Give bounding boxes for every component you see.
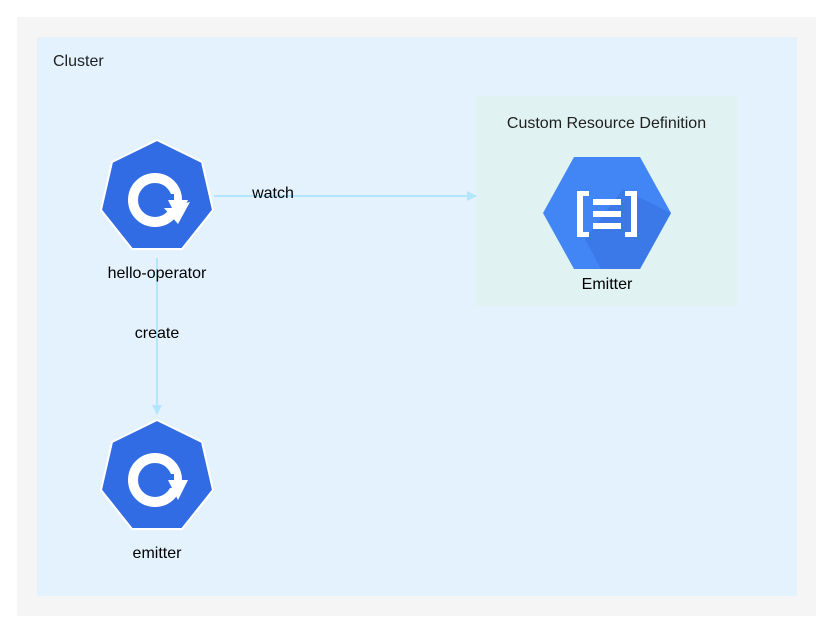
crd-brackets-icon[interactable] — [541, 155, 673, 271]
create-edge-label: create — [134, 325, 180, 342]
cluster-label: Cluster — [53, 53, 104, 70]
emitter-pod-label: emitter — [132, 545, 182, 562]
kubernetes-operator-icon[interactable] — [98, 418, 216, 536]
hello-operator-label: hello-operator — [107, 265, 207, 282]
watch-edge-label: watch — [252, 185, 294, 202]
emitter-crd-label: Emitter — [581, 276, 633, 293]
crd-group-label: Custom Resource Definition — [506, 115, 707, 132]
kubernetes-operator-icon[interactable] — [98, 138, 216, 256]
